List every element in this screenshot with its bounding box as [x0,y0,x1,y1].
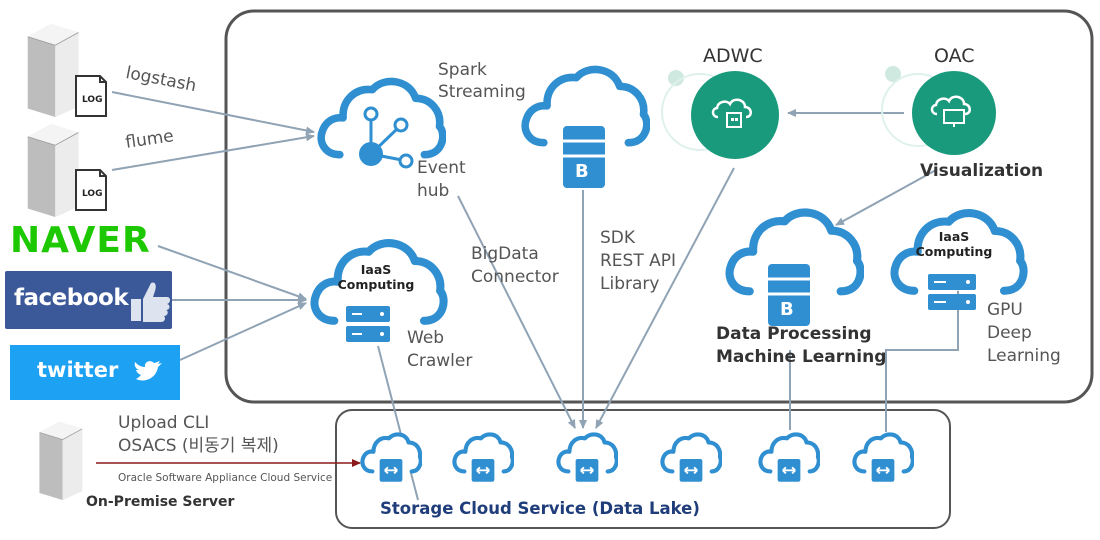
logstash-server-icon [27,23,107,117]
iaas-label-line1: IaaS [360,262,392,277]
connectors [111,91,959,501]
thumbs-up-icon [131,282,170,322]
gpu-label-line1: GPU [987,300,1023,320]
iaas-web-crawler-cloud-icon [315,243,444,342]
twitter-logo-text: twitter [37,358,119,382]
event-hub-label-line1: Event [417,158,466,178]
storage-cloud-icon [760,434,818,481]
sdk-label-line2: REST API [600,251,677,271]
bigdata-label-line1: BigData [471,244,539,264]
adwc-label: ADWC [703,45,763,67]
gpu-label-line2: Deep [987,323,1032,343]
storage-label: Storage Cloud Service (Data Lake) [380,499,700,518]
data-processing-cloud-icon [730,213,861,326]
spark-label-line2: Streaming [438,82,526,102]
spark-streaming-cloud-icon [525,69,647,188]
on-premise-server-label: On-Premise Server [86,494,235,510]
bigdata-label-line2: Connector [471,267,559,287]
log-badge: LOG [82,189,103,199]
visualization-label: Visualization [920,161,1044,181]
storage-cloud-icon [854,434,912,481]
data-processing-label-line2: Machine Learning [716,347,887,367]
gpu-label-line3: Learning [987,346,1061,366]
b-badge: B [780,299,794,320]
iaas-gpu-cloud-icon [895,213,1024,310]
oac-icon [881,66,996,155]
cloud-platform-boundary [224,9,1094,404]
event-hub-cloud-icon [321,81,443,169]
facebook-logo: facebook [5,271,172,329]
data-processing-label-line1: Data Processing [716,324,872,344]
sdk-label-line3: Library [600,274,660,294]
storage-cloud-icon [454,434,512,481]
b-badge: B [575,161,589,182]
iaas-label-line2: Computing [337,277,415,292]
web-crawler-label-line2: Crawler [407,351,473,371]
twitter-logo: twitter [10,345,180,400]
flume-server-icon [27,123,107,217]
gpu-iaas-label-line2: Computing [915,244,993,259]
adwc-icon [661,70,779,159]
facebook-logo-text: facebook [14,285,129,311]
storage-boundary [335,409,951,529]
storage-clouds [362,434,912,481]
oac-label: OAC [934,45,975,67]
storage-cloud-icon [558,434,616,481]
twitter-bird-icon [134,361,162,381]
web-crawler-label-line1: Web [407,328,445,348]
naver-logo: NAVER [10,220,151,261]
gpu-iaas-label-line1: IaaS [938,229,970,244]
sdk-label-line1: SDK [600,228,636,248]
upload-cli-label: Upload CLI [118,413,210,433]
storage-cloud-icon [662,434,720,481]
osacs-full-label: Oracle Software Appliance Cloud Service [118,472,333,484]
spark-label-line1: Spark [438,60,487,80]
osacs-label: OSACS (비동기 복제) [118,436,279,456]
on-premise-server-icon [39,421,83,500]
log-badge: LOG [82,95,103,105]
event-hub-label-line2: hub [417,181,450,201]
